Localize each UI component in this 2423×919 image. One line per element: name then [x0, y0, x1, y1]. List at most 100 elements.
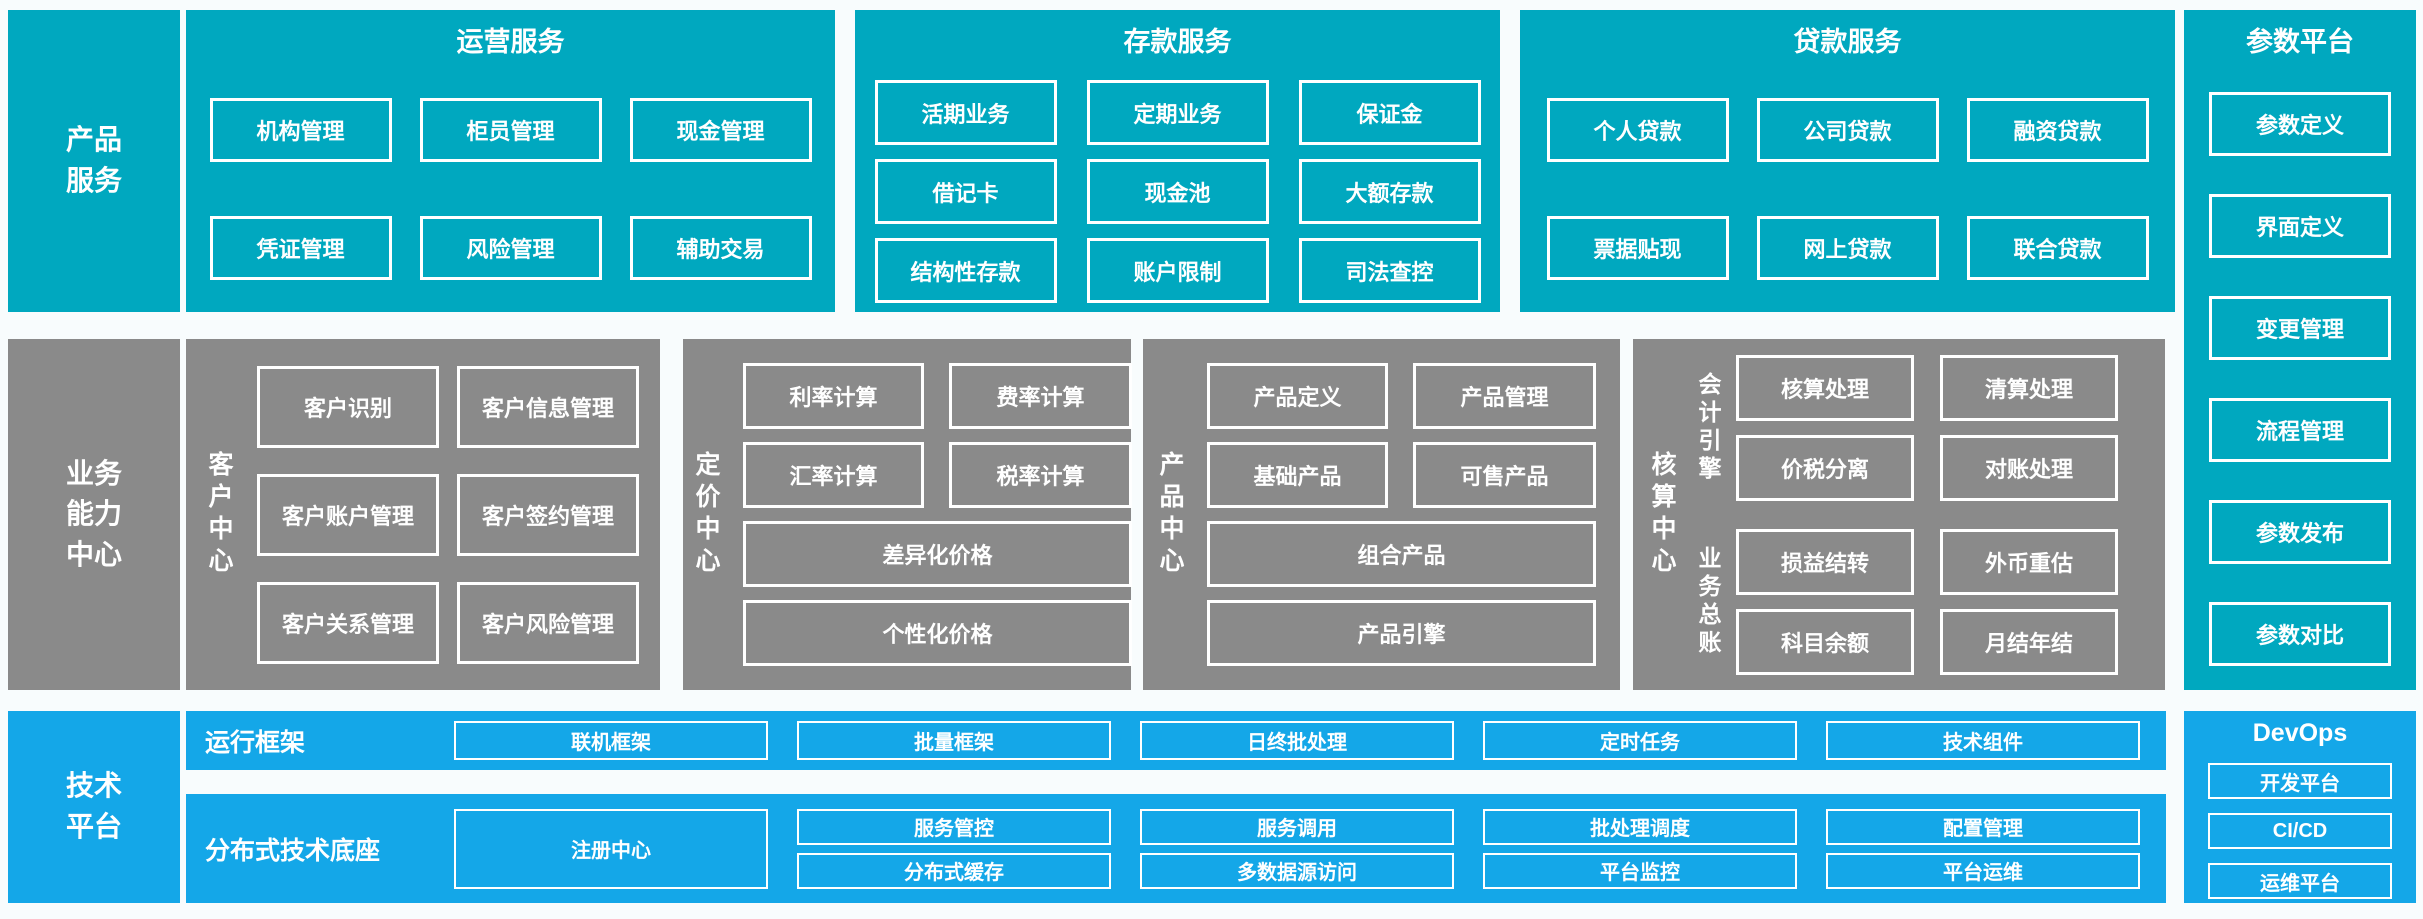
- panel-parameter-platform: 参数平台 参数定义 界面定义 变更管理 流程管理 参数发布 参数对比: [2184, 10, 2416, 690]
- panel-vertical-label: 客户中心: [205, 450, 233, 579]
- diagram-box: 账户限制: [1086, 238, 1269, 303]
- diagram-box: 日终批处理: [1140, 721, 1454, 760]
- panel-runtime-framework: 运行框架 联机框架 批量框架 日终批处理 定时任务 技术组件: [186, 711, 2166, 770]
- diagram-box: 服务调用: [1140, 808, 1454, 845]
- panel-title: 运营服务: [456, 27, 565, 57]
- diagram-box: 技术组件: [1826, 721, 2140, 760]
- customer-box-grid: 客户识别 客户信息管理 客户账户管理 客户签约管理 客户关系管理 客户风险管理: [257, 365, 639, 664]
- deposit-box-grid: 活期业务 定期业务 保证金 借记卡 现金池 大额存款 结构性存款 账户限制 司法…: [855, 80, 1500, 303]
- diagram-box: 参数发布: [2209, 500, 2391, 564]
- diagram-box: 借记卡: [874, 159, 1057, 224]
- panel-title: DevOps: [2252, 719, 2348, 747]
- diagram-box: 清算处理: [1940, 354, 2118, 421]
- diagram-box: 外币重估: [1940, 528, 2118, 595]
- accounting-group-engine: 会计引擎 核算处理 清算处理 价税分离 对账处理: [1695, 354, 2118, 501]
- diagram-box: 司法查控: [1298, 238, 1481, 303]
- diagram-box: 可售产品: [1413, 442, 1596, 508]
- diagram-box: 风险管理: [419, 216, 602, 280]
- rail-label-tech-platform: 技术 平台: [8, 711, 180, 903]
- distributed-box-row: 注册中心 服务管控 分布式缓存 服务调用 多数据源访问 批处理调度 平台监控 配…: [454, 808, 2140, 889]
- diagram-box: 网上贷款: [1756, 216, 1939, 280]
- diagram-box: 客户信息管理: [457, 365, 639, 448]
- diagram-box-wide: 组合产品: [1207, 521, 1596, 587]
- panel-product-center: 产品中心 产品定义 产品管理 基础产品 可售产品 组合产品 产品引擎: [1143, 339, 1620, 690]
- diagram-box: 基础产品: [1207, 442, 1388, 508]
- diagram-box: 联合贷款: [1966, 216, 2149, 280]
- diagram-box: 流程管理: [2209, 398, 2391, 462]
- diagram-box: 产品管理: [1413, 363, 1596, 429]
- diagram-box: 核算处理: [1736, 354, 1914, 421]
- diagram-box: 客户关系管理: [257, 581, 439, 664]
- diagram-box-wide: 差异化价格: [743, 521, 1132, 587]
- diagram-box: 服务管控: [797, 808, 1111, 845]
- diagram-box: 价税分离: [1736, 434, 1914, 501]
- diagram-box: 费率计算: [949, 363, 1132, 429]
- diagram-box: 保证金: [1298, 80, 1481, 145]
- parameter-box-list: 参数定义 界面定义 变更管理 流程管理 参数发布 参数对比: [2184, 92, 2416, 666]
- diagram-box-registry: 注册中心: [454, 808, 768, 889]
- diagram-box: 柜员管理: [419, 98, 602, 162]
- diagram-box: 公司贷款: [1756, 98, 1939, 162]
- band-label: 运行框架: [205, 728, 306, 757]
- diagram-box: 开发平台: [2208, 763, 2392, 799]
- diagram-box: 客户签约管理: [457, 473, 639, 556]
- runtime-box-row: 联机框架 批量框架 日终批处理 定时任务 技术组件: [454, 721, 2140, 760]
- diagram-box: 月结年结: [1940, 608, 2118, 675]
- distributed-stack: 配置管理 平台运维: [1826, 808, 2140, 889]
- diagram-box: 批量框架: [797, 721, 1111, 760]
- panel-operation-services: 运营服务 机构管理 柜员管理 现金管理 凭证管理 风险管理 辅助交易: [186, 10, 835, 312]
- diagram-box: 配置管理: [1826, 808, 2140, 845]
- diagram-box: 变更管理: [2209, 296, 2391, 360]
- diagram-box: 客户风险管理: [457, 581, 639, 664]
- group-vertical-label: 会计引擎: [1695, 371, 1721, 484]
- panel-accounting-center: 核算中心 会计引擎 核算处理 清算处理 价税分离 对账处理 业务总账 损益结转 …: [1633, 339, 2165, 690]
- diagram-box: 定期业务: [1086, 80, 1269, 145]
- diagram-box: 参数对比: [2209, 602, 2391, 666]
- loan-box-grid: 个人贷款 公司贷款 融资贷款 票据贴现 网上贷款 联合贷款: [1520, 98, 2175, 280]
- diagram-box: 客户账户管理: [257, 473, 439, 556]
- diagram-box: 批处理调度: [1483, 808, 1797, 845]
- panel-title: 贷款服务: [1793, 27, 1902, 57]
- diagram-box: 汇率计算: [743, 442, 924, 508]
- diagram-box: 结构性存款: [874, 238, 1057, 303]
- diagram-box: 利率计算: [743, 363, 924, 429]
- panel-title: 参数平台: [2246, 27, 2354, 57]
- rail-label-business-capability: 业务 能力 中心: [8, 339, 180, 690]
- rail-label-product-services: 产品 服务: [8, 10, 180, 312]
- panel-vertical-label: 核算中心: [1648, 450, 1676, 579]
- diagram-box: 平台监控: [1483, 852, 1797, 889]
- accounting-group-ledger: 业务总账 损益结转 外币重估 科目余额 月结年结: [1695, 528, 2118, 675]
- panel-customer-center: 客户中心 客户识别 客户信息管理 客户账户管理 客户签约管理 客户关系管理 客户…: [186, 339, 660, 690]
- panel-title: 存款服务: [1123, 27, 1232, 57]
- diagram-box: 凭证管理: [209, 216, 392, 280]
- distributed-stack: 服务调用 多数据源访问: [1140, 808, 1454, 889]
- diagram-box: 分布式缓存: [797, 852, 1111, 889]
- diagram-box: 活期业务: [874, 80, 1057, 145]
- diagram-box-wide: 个性化价格: [743, 600, 1132, 666]
- diagram-box: 现金池: [1086, 159, 1269, 224]
- operation-box-grid: 机构管理 柜员管理 现金管理 凭证管理 风险管理 辅助交易: [186, 98, 835, 280]
- pricing-box-grid: 利率计算 费率计算 汇率计算 税率计算 差异化价格 个性化价格: [743, 363, 1132, 666]
- band-label: 分布式技术底座: [205, 836, 381, 865]
- diagram-box: 融资贷款: [1966, 98, 2149, 162]
- diagram-box: 辅助交易: [629, 216, 812, 280]
- devops-box-list: 开发平台 CI/CD 运维平台: [2184, 763, 2416, 899]
- panel-vertical-label: 产品中心: [1156, 450, 1184, 579]
- panel-deposit-services: 存款服务 活期业务 定期业务 保证金 借记卡 现金池 大额存款 结构性存款 账户…: [855, 10, 1500, 312]
- diagram-box: 大额存款: [1298, 159, 1481, 224]
- panel-vertical-label: 定价中心: [692, 450, 720, 579]
- diagram-box: 对账处理: [1940, 434, 2118, 501]
- product-box-grid: 产品定义 产品管理 基础产品 可售产品 组合产品 产品引擎: [1207, 363, 1596, 666]
- accounting-box-grid: 损益结转 外币重估 科目余额 月结年结: [1736, 528, 2118, 675]
- group-vertical-label: 业务总账: [1695, 545, 1721, 658]
- diagram-box: 税率计算: [949, 442, 1132, 508]
- diagram-box: 平台运维: [1826, 852, 2140, 889]
- diagram-box: 多数据源访问: [1140, 852, 1454, 889]
- distributed-stack: 服务管控 分布式缓存: [797, 808, 1111, 889]
- diagram-box: 联机框架: [454, 721, 768, 760]
- diagram-box: CI/CD: [2208, 813, 2392, 849]
- diagram-box: 机构管理: [209, 98, 392, 162]
- panel-loan-services: 贷款服务 个人贷款 公司贷款 融资贷款 票据贴现 网上贷款 联合贷款: [1520, 10, 2175, 312]
- diagram-box: 票据贴现: [1546, 216, 1729, 280]
